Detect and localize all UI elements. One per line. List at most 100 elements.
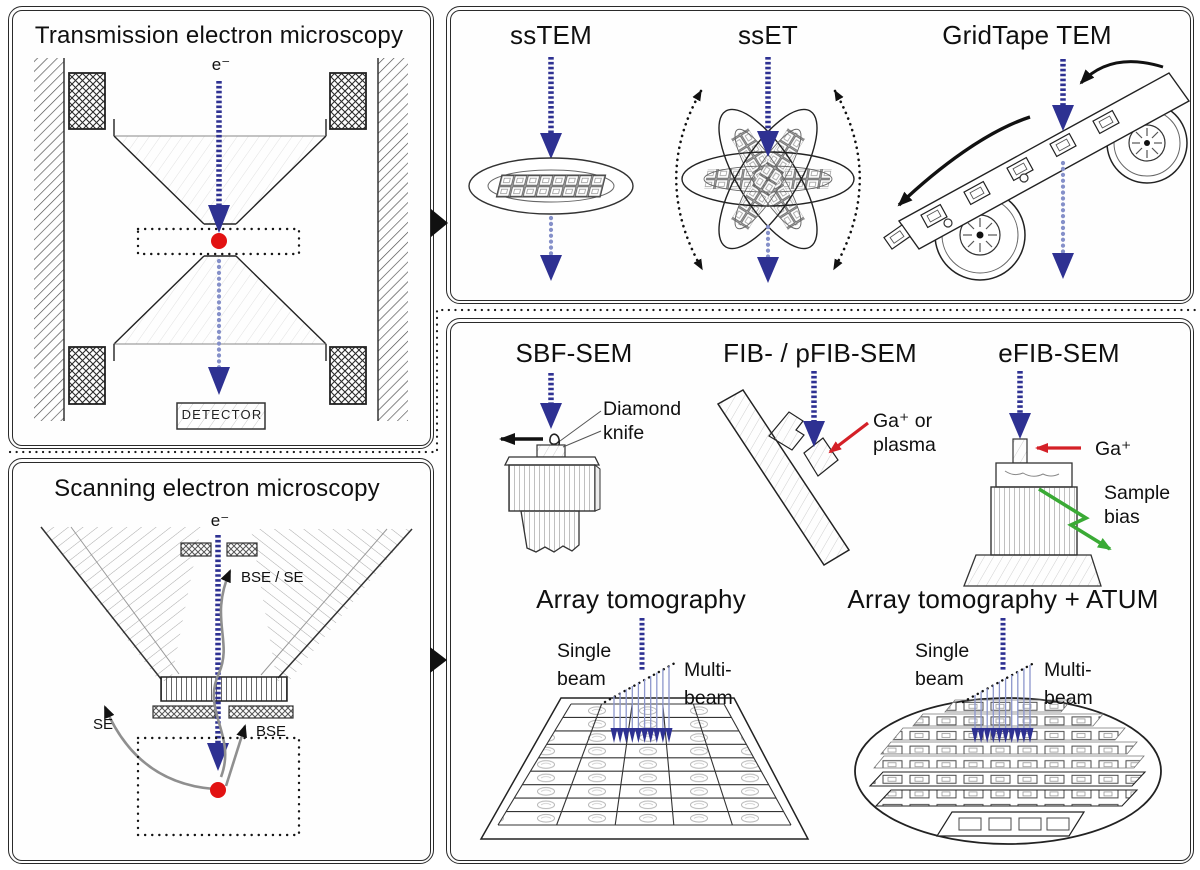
sem-schematic — [40, 526, 413, 837]
gridtape-illustration — [883, 59, 1191, 281]
electron-beam-label: e⁻ — [210, 511, 230, 530]
sset-illustration — [674, 57, 862, 283]
multibeam-rays — [613, 666, 670, 729]
sample-bias-line1: Sample — [1104, 482, 1171, 504]
sem-methods-art — [479, 371, 1162, 845]
multibeam-arrowheads — [971, 728, 1034, 743]
single-beam-line1: Single — [915, 640, 970, 662]
tape-slots — [883, 109, 1120, 250]
gun-apertures — [180, 542, 258, 557]
atum-illustration — [854, 618, 1162, 845]
gridtape-title: GridTape TEM — [942, 20, 1112, 50]
bse-trajectory — [224, 724, 247, 787]
tem-title: Transmission electron microscopy — [34, 22, 404, 49]
specimen-dot — [211, 233, 227, 249]
ga-plasma-label: Ga⁺ or plasma — [873, 409, 936, 457]
multi-beam-line1: Multi- — [684, 659, 732, 681]
column-wall-right — [377, 58, 408, 421]
objective-lens-block — [152, 676, 294, 719]
sprocket-hole — [943, 218, 953, 228]
tape-band — [897, 72, 1191, 250]
ga-plasma-line2: plasma — [873, 434, 936, 456]
beam-arrowhead — [208, 205, 230, 233]
panel-sem: Scanning electron microscopy e⁻ BSE / SE… — [8, 458, 434, 864]
sample-bias-line2: bias — [1104, 506, 1140, 528]
panel-tem: Transmission electron microscopy e⁻ DETE… — [8, 6, 434, 449]
bse-se-label: BSE / SE — [241, 569, 304, 586]
sprocket-hole — [1019, 173, 1029, 183]
ga-label: Ga⁺ — [1095, 438, 1132, 460]
ga-plasma-line1: Ga⁺ or — [873, 410, 933, 432]
bse-se-trajectory — [212, 569, 232, 778]
single-beam-line2: beam — [915, 668, 964, 690]
beam-arrowhead — [757, 131, 779, 157]
single-beam-line1: Single — [557, 640, 612, 662]
beam-arrowhead — [208, 367, 230, 395]
array-tomography-title: Array tomography — [536, 584, 746, 614]
beam-arrowhead — [540, 255, 562, 281]
electron-beam-label: e⁻ — [211, 55, 231, 74]
sstem-illustration — [468, 57, 634, 281]
diamond-knife-label: Diamond knife — [603, 397, 681, 445]
electron-beam — [207, 535, 229, 771]
detector-label: DETECTOR — [181, 407, 263, 422]
efibsem-illustration — [963, 371, 1112, 587]
sem-title: Scanning electron microscopy — [54, 475, 380, 502]
se-trajectory — [103, 705, 215, 791]
tilted-slab — [716, 389, 851, 567]
block-top — [995, 462, 1073, 488]
multi-beam-line2: beam — [684, 687, 733, 709]
sbfsem-title: SBF-SEM — [515, 338, 633, 368]
section-grid — [498, 704, 791, 825]
knife-pointer-lines — [559, 410, 602, 448]
beam-arrowhead — [540, 403, 562, 429]
sstem-title: ssTEM — [510, 20, 592, 50]
milled-block-lower — [803, 437, 839, 477]
electron-beam — [208, 81, 230, 233]
block-top — [503, 456, 601, 466]
beam-arrowhead — [1052, 105, 1074, 131]
diamond-knife-curl — [549, 433, 561, 446]
wafer-section-rows — [868, 699, 1147, 837]
micro-pillar — [1012, 438, 1028, 464]
beam-arrowhead — [1052, 253, 1074, 279]
efibsem-title: eFIB-SEM — [998, 338, 1120, 368]
beam-arrowhead — [1009, 413, 1031, 439]
tape-motion-arrow-top — [1079, 60, 1164, 85]
sample-bias-label: Sample bias — [1104, 481, 1170, 529]
column-wall-left — [34, 58, 65, 421]
panel-sem-methods: SBF-SEM FIB- / pFIB-SEM eFIB-SEM Diamond… — [446, 318, 1194, 864]
diamond-knife-line1: Diamond — [603, 398, 682, 420]
diamond-knife-line2: knife — [603, 422, 645, 444]
sem-column-cone — [40, 526, 413, 681]
tilt-arrow-right — [832, 89, 862, 271]
beam-arrowhead — [540, 133, 562, 159]
sample-block — [990, 486, 1078, 556]
specimen-dotted-box — [136, 736, 301, 837]
bse-label: BSE — [256, 723, 287, 740]
beam-arrowhead — [207, 743, 229, 771]
atum-title: Array tomography + ATUM — [847, 584, 1159, 614]
multibeam-rays — [974, 665, 1031, 729]
panel-tem-methods: ssTEM ssET GridTape TEM — [446, 6, 1194, 304]
sample-bias-arrow — [1038, 487, 1112, 551]
multibeam-arrowheads — [610, 728, 673, 743]
beam-arrowhead — [757, 257, 779, 283]
pedestal — [963, 554, 1102, 587]
sset-title: ssET — [737, 20, 799, 50]
tem-methods-art — [468, 57, 1191, 283]
atum-multi-beam-label: Multi- beam — [1044, 656, 1093, 712]
specimen-dot — [210, 782, 226, 798]
sbfsem-illustration — [499, 373, 602, 553]
multi-beam-line1: Multi- — [1044, 659, 1092, 681]
se-label: SE — [93, 716, 114, 733]
fibsem-illustration — [716, 371, 869, 567]
ion-beam-arrow — [828, 421, 869, 454]
fibsem-title: FIB- / pFIB-SEM — [723, 338, 917, 368]
tilt-arrow-left — [674, 89, 704, 271]
block-stub — [520, 510, 580, 553]
array-tomography-illustration — [479, 618, 810, 840]
signal-arrows — [103, 569, 247, 791]
array-multi-beam-label: Multi- beam — [684, 656, 733, 712]
